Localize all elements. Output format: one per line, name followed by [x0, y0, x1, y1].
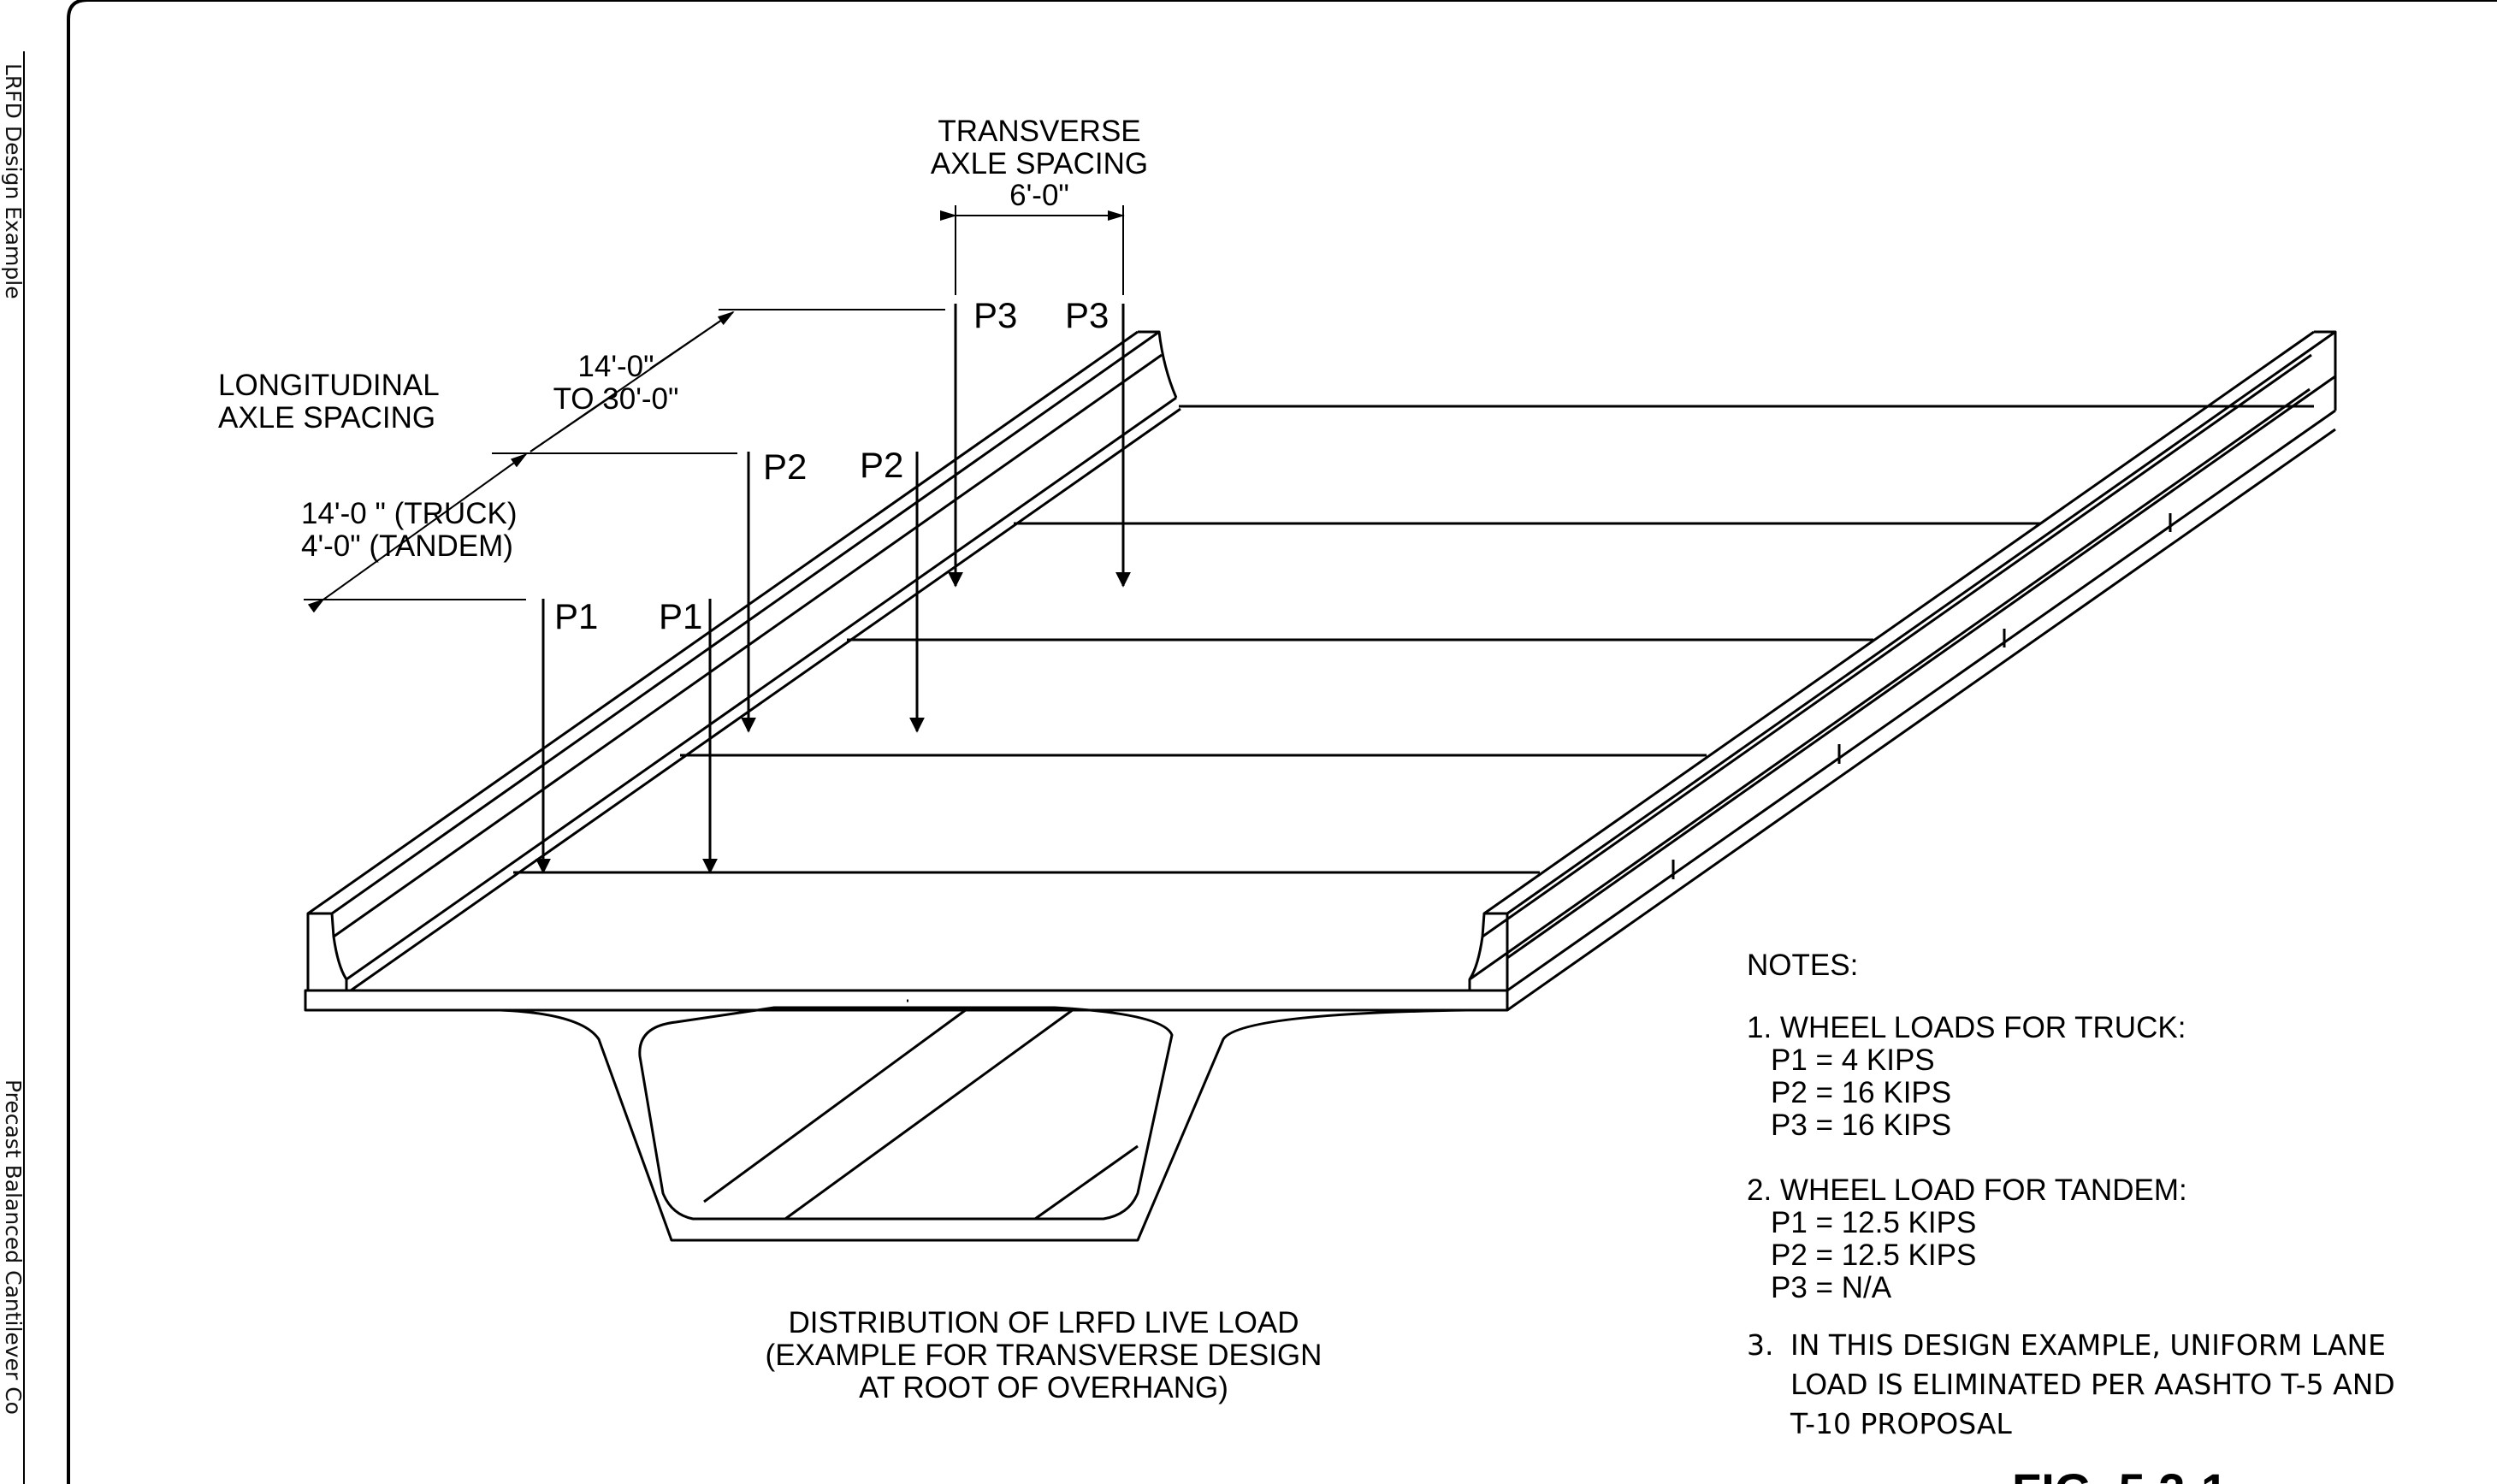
left-barrier-profile: [306, 912, 348, 990]
truck-spacing: 14'-0 " (TRUCK): [301, 497, 517, 530]
caption-line3: AT ROOT OF OVERHANG): [859, 1371, 1228, 1404]
note2-title: 2. WHEEL LOAD FOR TANDEM:: [1747, 1174, 2187, 1207]
note3-number: 3.: [1747, 1328, 1774, 1362]
note1-p1: P1 = 4 KIPS: [1771, 1044, 1935, 1077]
figure-label: FIG. 5.2-1: [2012, 1463, 2228, 1484]
longitudinal-label-line1: LONGITUDINAL: [218, 369, 440, 402]
note1-p2: P2 = 16 KIPS: [1771, 1076, 1951, 1109]
long-spacing-line2: TO 30'-0": [553, 382, 679, 416]
wheel-load-arrows: [535, 304, 1131, 874]
note2-p1: P1 = 12.5 KIPS: [1771, 1206, 1976, 1239]
right-barrier-profile: [1468, 912, 1509, 990]
transverse-value: 6'-0": [1009, 179, 1069, 212]
p3-label-left: P3: [973, 295, 1017, 335]
note1-p3: P3 = 16 KIPS: [1771, 1109, 1951, 1142]
box-girder-void: [638, 1006, 1174, 1221]
dimension-lines: [304, 205, 1125, 613]
longitudinal-label-line2: AXLE SPACING: [218, 401, 435, 435]
long-spacing-line1: 14'-0": [577, 350, 654, 383]
sheet-border: [67, 0, 2497, 1484]
tandem-spacing: 4'-0" (TANDEM): [301, 529, 513, 563]
note3-line1: IN THIS DESIGN EXAMPLE, UNIFORM LANE: [1790, 1328, 2386, 1362]
long-dimension-lower: [307, 452, 528, 613]
note1-title: 1. WHEEL LOADS FOR TRUCK:: [1747, 1011, 2186, 1044]
note2-p2: P2 = 12.5 KIPS: [1771, 1239, 1976, 1272]
p2-label-right: P2: [860, 445, 903, 485]
p1-label-left: P1: [554, 596, 598, 636]
diagram-labels: TRANSVERSE AXLE SPACING 6'-0" LONGITUDIN…: [218, 115, 1322, 1404]
caption-line2: (EXAMPLE FOR TRANSVERSE DESIGN: [766, 1339, 1322, 1372]
transverse-label-line2: AXLE SPACING: [931, 147, 1148, 180]
notes-block: NOTES: 1. WHEEL LOADS FOR TRUCK: P1 = 4 …: [1747, 949, 2395, 1440]
box-girder-outline: [500, 1008, 1468, 1242]
caption-line1: DISTRIBUTION OF LRFD LIVE LOAD: [788, 1306, 1299, 1339]
p3-label-right: P3: [1065, 295, 1109, 335]
note2-p3: P3 = N/A: [1771, 1271, 1892, 1304]
notes-heading: NOTES:: [1747, 949, 1858, 982]
note3-line3: T-10 PROPOSAL: [1790, 1407, 2012, 1440]
transverse-label-line1: TRANSVERSE: [938, 115, 1140, 148]
note3-line2: LOAD IS ELIMINATED PER AASHTO T-5 AND: [1790, 1368, 2395, 1401]
p2-label-left: P2: [763, 446, 807, 487]
bridge-deck-drawing: [304, 330, 2337, 1242]
p1-label-right: P1: [659, 596, 702, 636]
